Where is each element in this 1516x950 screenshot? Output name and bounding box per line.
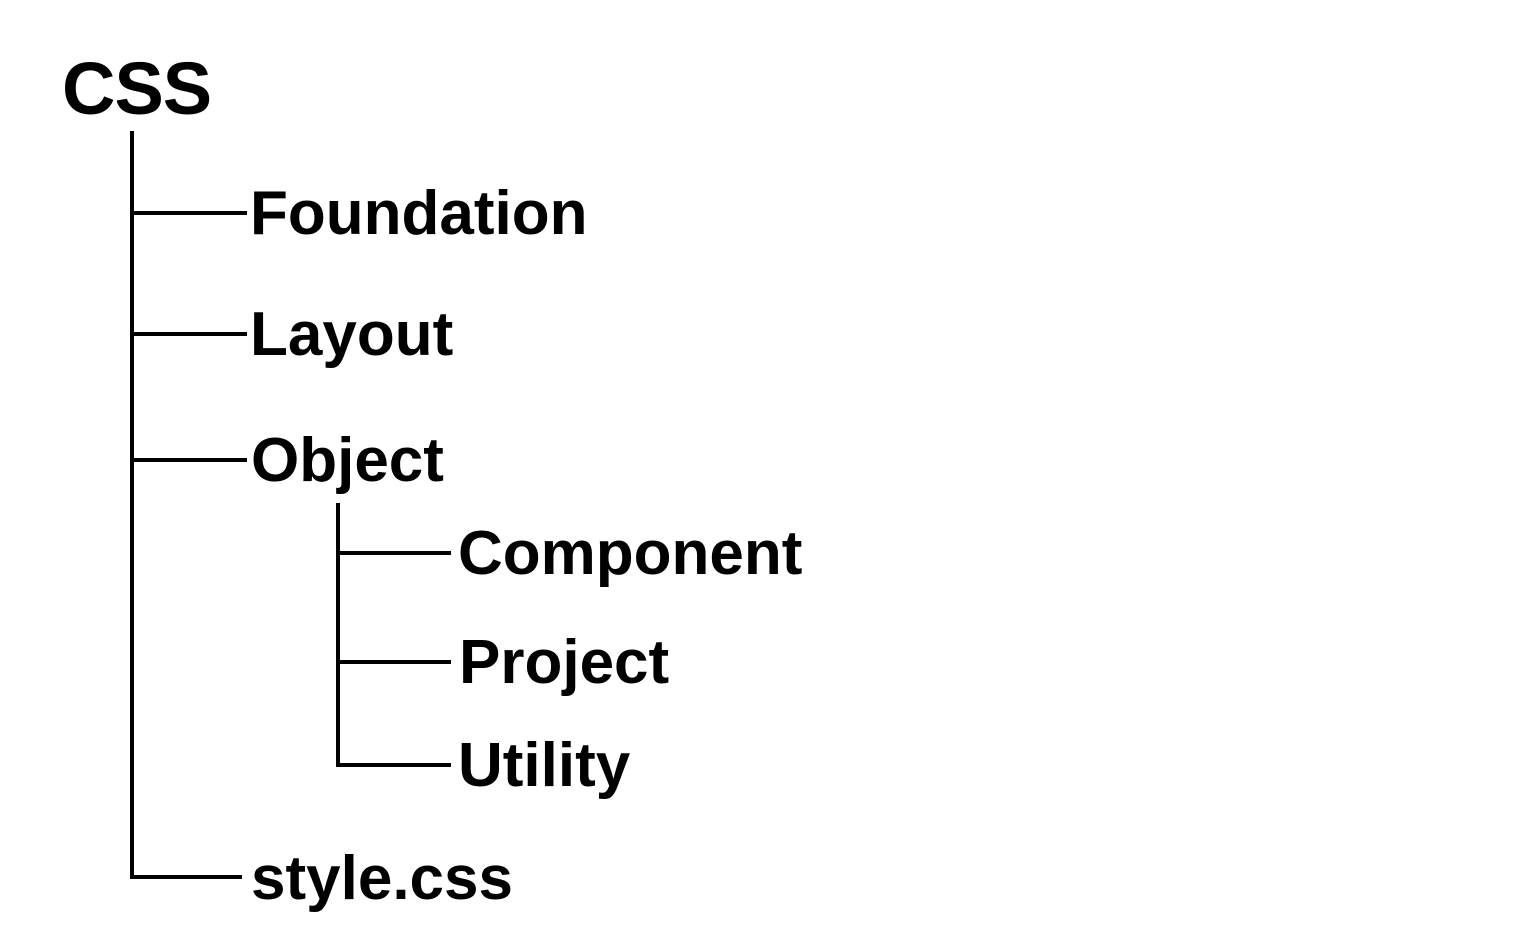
branch-line-layout bbox=[130, 332, 247, 336]
branch-line-object bbox=[130, 458, 247, 462]
node-label-object: Object bbox=[251, 426, 444, 495]
branch-line-component bbox=[336, 551, 451, 555]
branch-line-style-css bbox=[130, 875, 242, 879]
node-label-layout: Layout bbox=[250, 300, 454, 369]
branch-line-foundation bbox=[130, 211, 247, 215]
object-subtree-trunk-line bbox=[336, 503, 340, 767]
node-label-css-root: CSS bbox=[62, 47, 212, 130]
node-label-style-css: style.css bbox=[251, 844, 513, 913]
node-label-utility: Utility bbox=[458, 731, 631, 800]
branch-line-project bbox=[336, 660, 451, 664]
tree-trunk-line bbox=[130, 131, 134, 879]
branch-line-utility bbox=[336, 763, 451, 767]
node-label-component: Component bbox=[458, 519, 803, 588]
node-label-foundation: Foundation bbox=[250, 179, 588, 248]
node-label-project: Project bbox=[459, 628, 670, 697]
